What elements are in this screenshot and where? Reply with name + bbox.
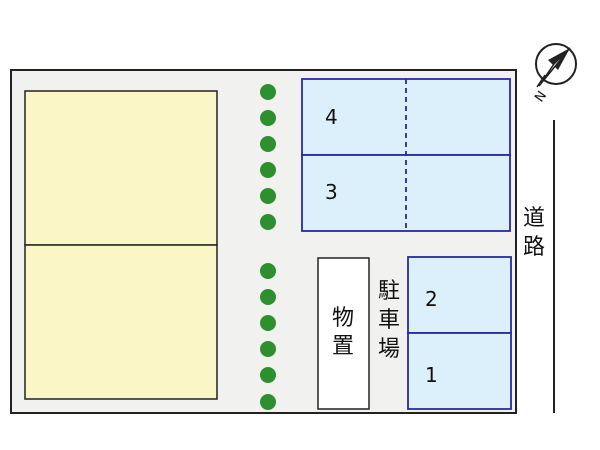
road-label-2: 路 xyxy=(523,235,545,260)
parking-block-lower: 2 1 xyxy=(407,256,512,410)
north-label: N xyxy=(532,89,550,106)
tree-icon xyxy=(260,263,276,279)
road-label-1: 道 xyxy=(523,206,545,231)
storage-shed: 物 置 xyxy=(317,257,370,410)
parking-space-1-label: 1 xyxy=(425,363,438,387)
tree-row xyxy=(260,84,276,410)
building-unit-lower xyxy=(24,244,218,400)
tree-icon xyxy=(260,84,276,100)
parking-label-2: 車 xyxy=(378,308,400,333)
tree-icon xyxy=(260,289,276,305)
parking-label: 駐 車 場 xyxy=(378,279,400,362)
tree-icon xyxy=(260,341,276,357)
tree-icon xyxy=(260,367,276,383)
parking-space-1 xyxy=(407,332,512,410)
parking-space-2 xyxy=(407,256,512,334)
parking-space-4-label: 4 xyxy=(325,105,338,129)
road: 道 路 xyxy=(523,120,555,413)
parking-block-upper: 4 3 xyxy=(301,78,511,232)
storage-box xyxy=(317,257,370,410)
parking-space-3-label: 3 xyxy=(325,180,338,204)
tree-icon xyxy=(260,188,276,204)
parking-label-1: 駐 xyxy=(378,279,400,304)
storage-label-1: 物 xyxy=(332,306,354,331)
storage-label-2: 置 xyxy=(332,334,354,359)
tree-icon xyxy=(260,315,276,331)
building xyxy=(24,90,218,400)
tree-icon xyxy=(260,162,276,178)
tree-icon xyxy=(260,394,276,410)
parking-label-3: 場 xyxy=(378,337,400,362)
tree-icon xyxy=(260,214,276,230)
north-arrow-icon: N xyxy=(532,43,577,106)
building-unit-upper xyxy=(24,90,218,246)
tree-icon xyxy=(260,110,276,126)
tree-icon xyxy=(260,136,276,152)
parking-space-2-label: 2 xyxy=(425,287,438,311)
